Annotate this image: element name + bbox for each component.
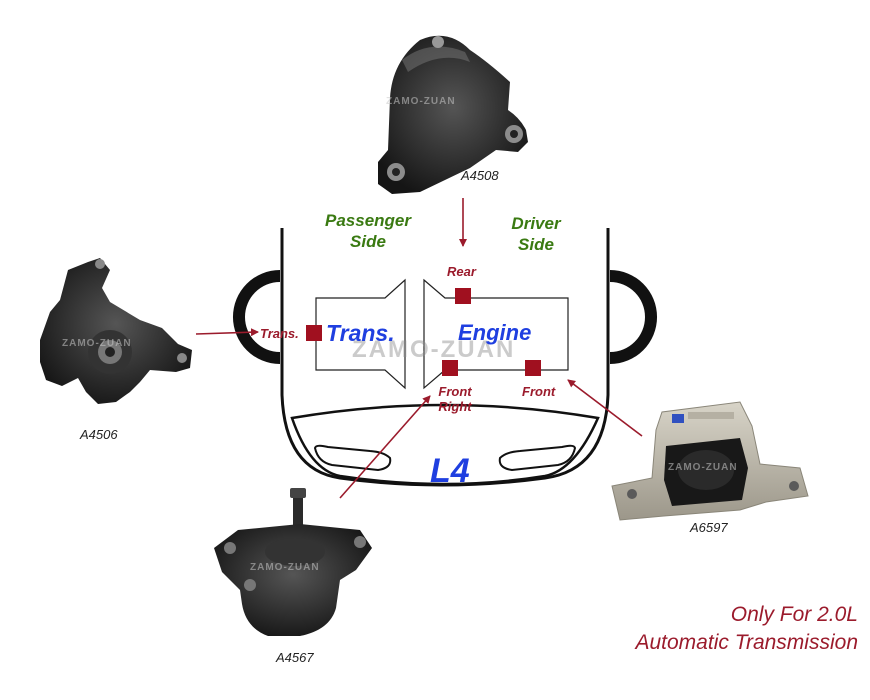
watermark-left: ZAMO-ZUAN: [62, 338, 132, 349]
mount-label-front: Front: [522, 384, 556, 399]
watermark-main: ZAMO-ZUAN: [352, 336, 516, 363]
part-image-a4567: [214, 488, 372, 636]
engine-type-label: L4: [430, 452, 470, 490]
transmission-note: Only For 2.0L Automatic Transmission: [635, 601, 858, 657]
car-body-outline: [280, 228, 610, 487]
marker-front: [525, 360, 541, 376]
passenger-side-label: Passenger Side: [318, 210, 418, 252]
part-label-a4508: A4508: [461, 168, 499, 183]
part-image-a4506: [40, 258, 192, 404]
part-image-a6597: [611, 401, 809, 521]
passenger-side-line-1: Passenger: [325, 211, 411, 230]
front-right-line-2: Right: [438, 399, 472, 414]
left-wheel-well: [232, 270, 280, 365]
watermark-right: ZAMO-ZUAN: [668, 462, 738, 473]
front-right-line-1: Front: [438, 384, 472, 399]
arrow-front-right: [339, 395, 431, 499]
driver-side-line-1: Driver: [511, 214, 561, 233]
right-wheel-well: [610, 270, 658, 365]
mount-label-front-right: Front Right: [433, 384, 477, 414]
note-line-1: Only For 2.0L: [730, 603, 858, 626]
part-image-a4508: [378, 35, 528, 194]
passenger-side-line-2: Side: [350, 232, 386, 251]
mount-label-rear: Rear: [447, 264, 476, 279]
note-line-2: Automatic Transmission: [635, 631, 858, 654]
mount-label-trans: Trans.: [260, 326, 299, 341]
part-label-a4506: A4506: [80, 427, 118, 442]
driver-side-line-2: Side: [518, 235, 554, 254]
trans-box: [315, 278, 406, 390]
arrow-trans: [195, 328, 259, 337]
marker-front-right: [442, 360, 458, 376]
trans-box-label: Trans.: [326, 320, 395, 346]
watermark-bottom: ZAMO-ZUAN: [250, 562, 320, 573]
driver-side-label: Driver Side: [496, 213, 576, 255]
marker-trans: [306, 325, 322, 341]
marker-rear: [455, 288, 471, 304]
watermark-top: ZAMO-ZUAN: [386, 96, 456, 107]
arrow-front: [567, 379, 643, 437]
engine-box-label: Engine: [458, 320, 532, 345]
part-label-a4567: A4567: [276, 650, 314, 665]
part-label-a6597: A6597: [690, 520, 728, 535]
